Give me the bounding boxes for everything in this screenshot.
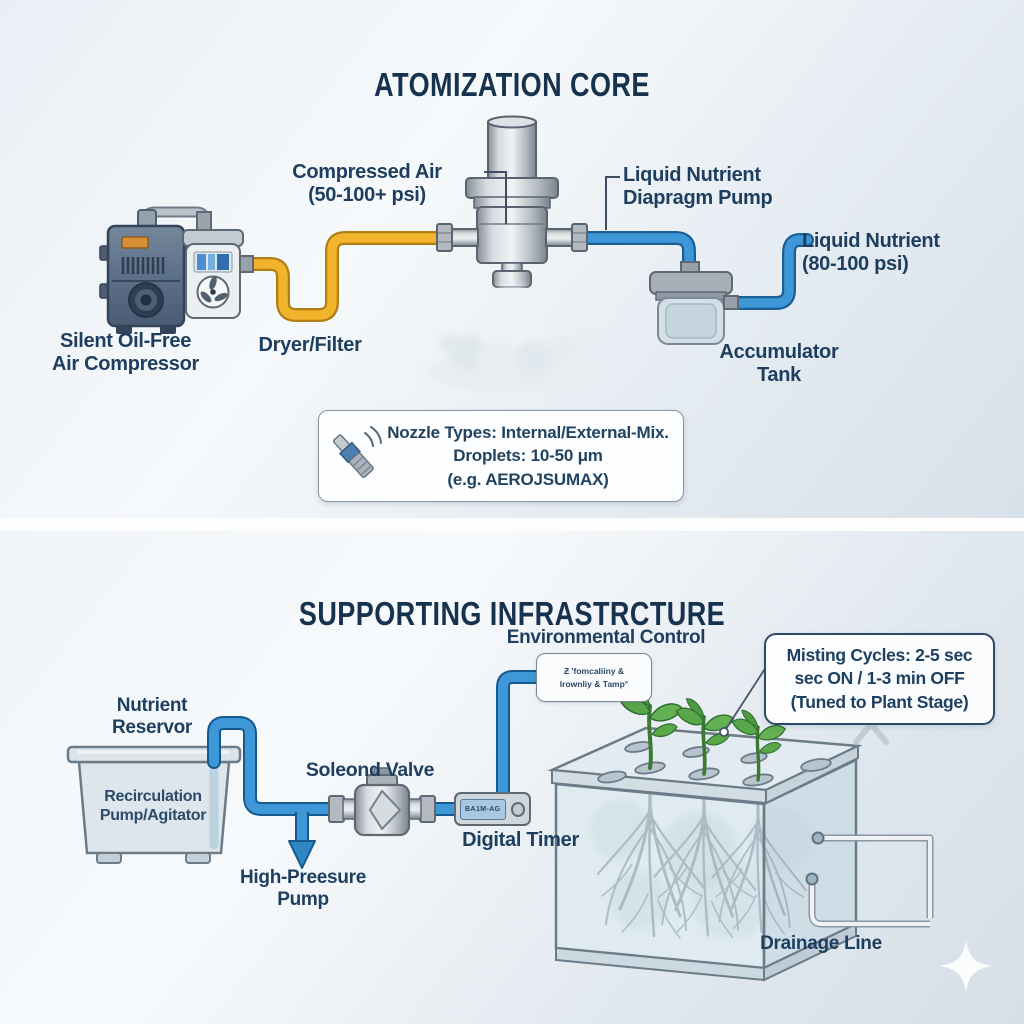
timer-display: BA1M-AG [460, 798, 506, 820]
env-box-line2: lrownliy & Tamp° [559, 678, 629, 689]
dryer-gauge-icon [196, 275, 230, 309]
accumulator-line2: Tank [757, 364, 801, 387]
timer-button-icon [510, 801, 525, 817]
up-arrow-icon [853, 721, 889, 745]
infrastructure-diagram-art [66, 663, 992, 992]
misting-line1: Misting Cycles: 2-5 sec [786, 645, 973, 666]
mist-spray [426, 286, 598, 392]
valve-diamond-icon [368, 789, 402, 831]
dryer-filter-illustration [182, 211, 254, 319]
air-compressor-line2: Air Compressor [52, 353, 199, 376]
nozzle-info-line1: Nozzle Types: Internal/External-Mix. [387, 423, 669, 443]
nutrient-reservoir-label: Nutrient Reservor [88, 695, 216, 739]
compressor-fan-icon [128, 282, 164, 318]
supporting-infrastructure-panel: SUPPORTING INFRASTRCTURE Environmental C… [0, 531, 1024, 1024]
recirculation-label: Recirculation Pump/Agitator [93, 788, 213, 825]
leader-lines [484, 171, 620, 230]
nozzle-info-box: Nozzle Types: Internal/External-Mix. Dro… [318, 410, 684, 502]
env-box-line1: Ƶ 'fomcaliiny & [563, 665, 625, 676]
dryer-filter-label: Dryer/Filter [258, 334, 362, 356]
compressed-air-line1: Compressed Air [292, 161, 442, 183]
atomization-diagram-art [99, 115, 814, 392]
bottom-title: SUPPORTING INFRASTRCTURE [298, 595, 726, 633]
reservoir-line1: Nutrient [116, 695, 188, 716]
diaphragm-line2: Diapragm Pump [623, 187, 773, 210]
accumulator-tank-illustration [649, 261, 739, 345]
liquid-nutrient-label: Liquid Nutrient (80-100 psi) [802, 230, 1017, 276]
environmental-control-box: Ƶ 'fomcaliiny & lrownliy & Tamp° [536, 653, 652, 702]
compressor-indicator-light [121, 236, 149, 249]
reservoir-line2: Reservor [112, 717, 192, 739]
compressed-air-line2: (50-100+ psi) [308, 184, 426, 207]
nozzle-icon [332, 426, 382, 478]
digital-timer-label: Digital Timer [462, 829, 579, 851]
grow-chamber-illustration [547, 684, 934, 982]
atomization-core-panel: ATOMIZATION CORE Compressed Air (50-100+… [0, 0, 1024, 518]
accumulator-line1: Accumulator [719, 341, 839, 363]
diaphragm-pump-label: Liquid Nutrient Diapragm Pump [623, 164, 843, 210]
nutrient-feed-pipe [207, 670, 539, 869]
sparkle-icon [940, 940, 992, 992]
misting-cycles-box: Misting Cycles: 2-5 sec sec ON / 1-3 min… [764, 633, 995, 725]
air-compressor-line1: Silent Oil-Free [59, 330, 192, 352]
recirculation-line2: Pump/Agitator [99, 806, 207, 824]
misting-line3: (Tuned to Plant Stage) [790, 691, 969, 712]
liquid-nutrient-pipe [568, 231, 814, 310]
atomizing-nozzle-illustration [436, 115, 588, 288]
solenoid-valve-illustration [328, 767, 436, 837]
diaphragm-line1: Liquid Nutrient [623, 164, 761, 186]
environmental-control-label: Environmental Control [506, 627, 706, 648]
liquid-nutrient-line2: (80-100 psi) [802, 253, 909, 276]
nutrient-reservoir-illustration [66, 745, 242, 864]
hpp-line2: Pump [277, 889, 329, 911]
compressed-air-pipe [244, 231, 465, 322]
nozzle-info-text: Nozzle Types: Internal/External-Mix. Dro… [387, 421, 683, 490]
compressed-air-label: Compressed Air (50-100+ psi) [250, 161, 484, 207]
digital-timer-widget: BA1M-AG [454, 792, 531, 826]
hpp-line1: High-Preesure [240, 867, 366, 888]
drainage-plumbing [805, 831, 934, 928]
misting-line2: sec ON / 1-3 min OFF [794, 668, 965, 689]
top-title: ATOMIZATION CORE [374, 66, 650, 104]
liquid-nutrient-line1: Liquid Nutrient [802, 230, 940, 252]
nozzle-info-line3: (e.g. AEROJSUMAX) [447, 469, 609, 489]
nozzle-info-line2: Droplets: 10-50 μm [453, 446, 603, 466]
recirculation-line1: Recirculation [104, 788, 202, 805]
air-compressor-illustration [99, 209, 193, 334]
accumulator-label: Accumulator Tank [710, 341, 848, 387]
pump-arrow-icon [288, 840, 316, 869]
compressor-vent-icon [121, 257, 165, 274]
drainage-line-label: Drainage Line [760, 933, 882, 954]
air-compressor-label: Silent Oil-Free Air Compressor [28, 330, 223, 376]
solenoid-valve-label: Soleond Valve [305, 759, 435, 781]
high-pressure-pump-label: High-Preesure Pump [236, 867, 370, 911]
